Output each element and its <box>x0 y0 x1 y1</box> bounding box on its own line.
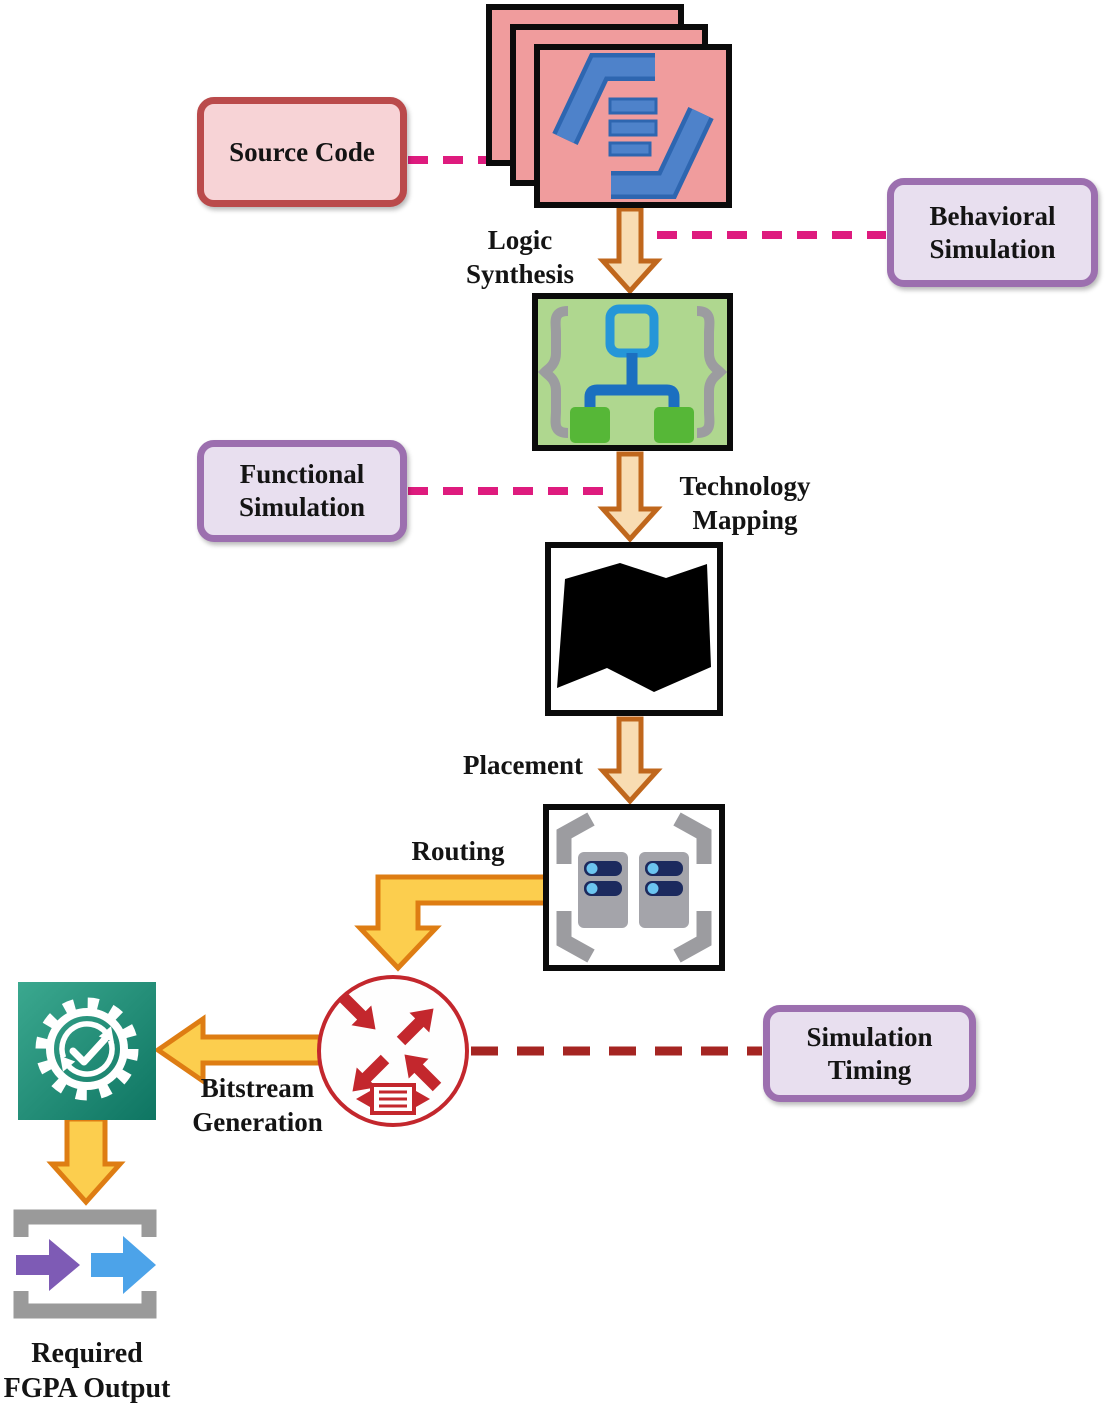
functional-simulation-callout: Functional Simulation <box>197 440 407 542</box>
routing-label: Routing <box>411 836 505 866</box>
placement-arrow <box>597 716 663 805</box>
required-output-arrow <box>46 1116 126 1206</box>
blue-arrow <box>91 1236 156 1294</box>
technology-mapping-label: Technology Mapping <box>679 471 811 536</box>
routing-bent-arrow <box>354 874 551 972</box>
source-code-callout: Source Code <box>197 97 407 207</box>
bitstream-generation-label: Bitstream Generation <box>192 1073 323 1138</box>
right-brace <box>696 306 728 438</box>
technology-mapping-arrow <box>597 451 663 543</box>
purple-arrow <box>16 1239 80 1291</box>
left-brace <box>537 306 569 438</box>
router-arrows-icon <box>317 975 469 1127</box>
callout-label: Behavioral <box>929 200 1056 231</box>
gear-check-icon <box>18 982 156 1120</box>
simulation-timing-callout: Simulation Timing <box>763 1005 976 1102</box>
callout-label: Source Code <box>229 136 375 167</box>
callout-label: Functional <box>239 459 365 490</box>
code-glyph <box>552 53 714 199</box>
callout-label: Simulation <box>929 233 1056 264</box>
placed-cells-server-icon <box>543 804 725 971</box>
fpga-output-arrows-icon <box>13 1209 157 1319</box>
callout-label: Simulation <box>238 492 366 522</box>
map-silhouette <box>557 563 711 692</box>
logic-synthesis-label: Logic Synthesis <box>465 225 575 290</box>
required-fgpa-output-label: Required FGPA Output <box>3 1338 171 1405</box>
callout-label: Timing <box>827 1054 912 1085</box>
behavioral-simulation-callout: Behavioral Simulation <box>887 178 1098 287</box>
source-code-files-icon <box>486 4 732 208</box>
callout-label: Simulation <box>806 1021 933 1052</box>
logic-synthesis-arrow <box>597 206 663 295</box>
black-map-icon <box>545 542 723 716</box>
placement-label: Placement <box>463 750 583 780</box>
bitstream-generation-arrow <box>153 1014 323 1086</box>
netlist-hierarchy-icon <box>532 293 733 451</box>
